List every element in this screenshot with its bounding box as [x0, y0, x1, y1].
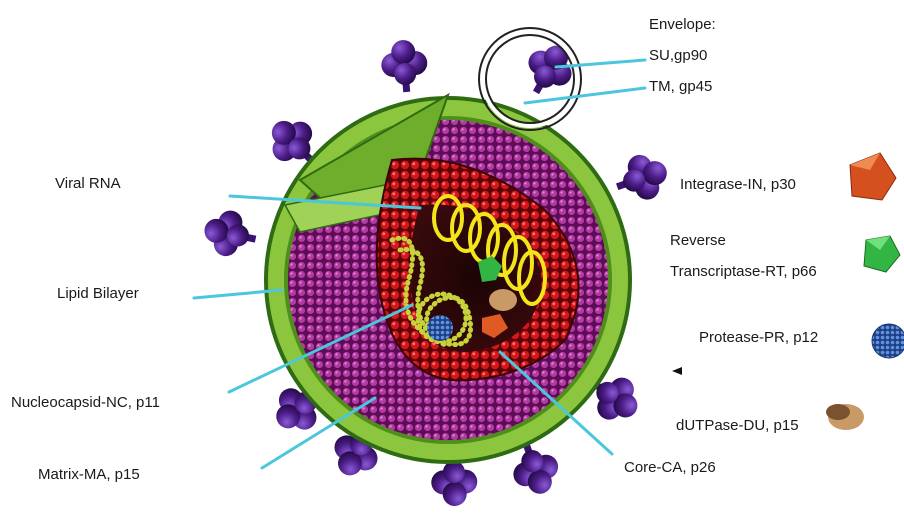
- label-transcriptase: Transcriptase-RT, p66: [670, 262, 817, 281]
- dutpase-icon: [826, 404, 864, 430]
- label-dutpase: dUTPase-DU, p15: [676, 416, 799, 435]
- label-envelope: Envelope:: [649, 15, 716, 34]
- label-su-gp90: SU,gp90: [649, 46, 707, 65]
- integrase-icon: [850, 153, 896, 200]
- label-tm-gp45: TM, gp45: [649, 77, 712, 96]
- label-reverse: Reverse: [670, 231, 726, 250]
- label-viral-rna: Viral RNA: [55, 174, 121, 193]
- label-matrix: Matrix-MA, p15: [38, 465, 140, 484]
- label-protease: Protease-PR, p12: [699, 328, 818, 347]
- pointer-arrowhead: [672, 367, 682, 375]
- label-core: Core-CA, p26: [624, 458, 716, 477]
- label-lipid-bilayer: Lipid Bilayer: [57, 284, 139, 303]
- protease-icon: [872, 324, 904, 358]
- label-nucleocapsid: Nucleocapsid-NC, p11: [11, 393, 160, 412]
- reverse-transcriptase-icon: [864, 236, 900, 272]
- label-integrase: Integrase-IN, p30: [680, 175, 796, 194]
